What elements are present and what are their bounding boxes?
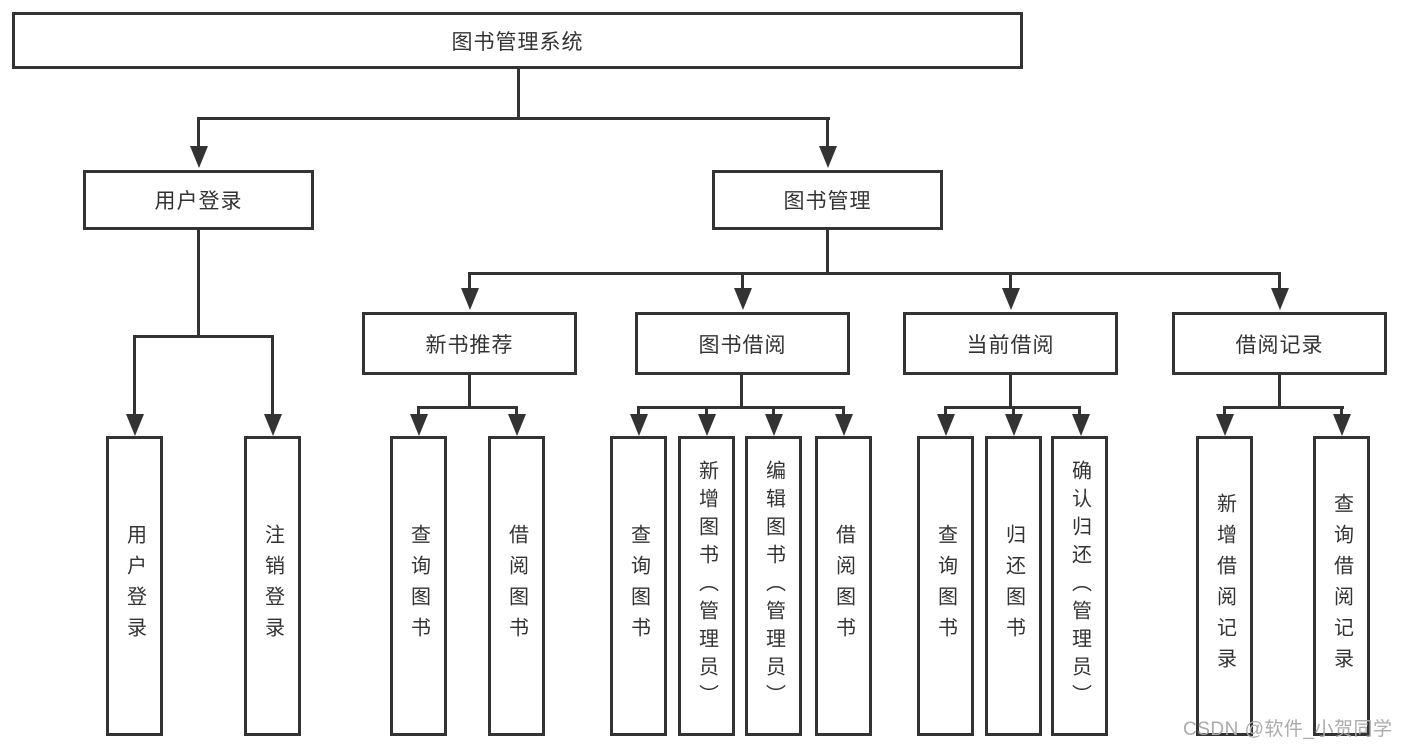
leaf-borrow-books-newbook: 借阅图书 xyxy=(488,436,545,736)
leaf-label: 用户登录 xyxy=(123,524,146,648)
connector-borrow-stub xyxy=(740,375,743,408)
leaf-label: 查询图书 xyxy=(407,524,430,648)
leaf-label: 归还图书 xyxy=(1002,524,1025,648)
connector-root-stub xyxy=(517,69,520,117)
node-book-management: 图书管理 xyxy=(712,170,943,230)
leaf-query-books-current: 查询图书 xyxy=(917,436,974,736)
leaf-label: 查询图书 xyxy=(934,524,957,648)
connector-borrow-arm-3 xyxy=(772,406,775,416)
arrowhead-borrow-leaf-2-icon xyxy=(698,414,716,436)
leaf-edit-books-admin: 编辑图书（管理员） xyxy=(745,436,802,736)
connector-mgmt-arm-1 xyxy=(468,272,471,292)
arrowhead-record-leaf-2-icon xyxy=(1333,414,1351,436)
connector-login-arm-1 xyxy=(133,335,136,416)
connector-login-stub xyxy=(197,230,200,335)
connector-mgmt-arm-4 xyxy=(1278,272,1281,292)
node-label: 用户登录 xyxy=(154,190,243,213)
node-label: 图书管理 xyxy=(783,190,872,213)
leaf-add-borrow-record: 新增借阅记录 xyxy=(1196,436,1253,736)
connector-borrow-hbar xyxy=(637,406,845,409)
arrowhead-login-leaf-1-icon xyxy=(126,414,144,436)
connector-borrow-arm-1 xyxy=(637,406,640,416)
connector-current-arm-3 xyxy=(1078,406,1081,416)
connector-root-arm-right xyxy=(826,117,829,148)
leaf-logout: 注销登录 xyxy=(244,436,301,736)
connector-newbook-stub xyxy=(468,375,471,408)
connector-current-arm-1 xyxy=(944,406,947,416)
connector-current-arm-2 xyxy=(1012,406,1015,416)
arrowhead-login-leaf-2-icon xyxy=(264,414,282,436)
leaf-user-login: 用户登录 xyxy=(106,436,163,736)
connector-mgmt-arm-2 xyxy=(741,272,744,292)
connector-root-arm-left xyxy=(197,117,200,148)
connector-record-arm-2 xyxy=(1340,406,1343,416)
arrowhead-record-leaf-1-icon xyxy=(1216,414,1234,436)
arrowhead-current-leaf-2-icon xyxy=(1005,414,1023,436)
arrowhead-current-leaf-1-icon xyxy=(937,414,955,436)
arrowhead-book-mgmt-icon xyxy=(819,146,837,168)
leaf-label: 查询图书 xyxy=(627,524,650,648)
leaf-label: 借阅图书 xyxy=(505,524,528,648)
arrowhead-new-book-icon xyxy=(461,288,479,310)
connector-record-hbar xyxy=(1223,406,1344,409)
node-new-book-recommend: 新书推荐 xyxy=(362,312,577,375)
connector-mgmt-stub xyxy=(826,230,829,272)
leaf-query-borrow-record: 查询借阅记录 xyxy=(1313,436,1370,736)
node-label: 图书管理系统 xyxy=(451,30,584,54)
connector-root-hbar xyxy=(197,117,830,120)
connector-login-arm-2 xyxy=(271,335,274,416)
connector-current-stub xyxy=(1009,375,1012,408)
leaf-borrow-books: 借阅图书 xyxy=(815,436,872,736)
connector-login-hbar xyxy=(133,335,274,338)
node-book-borrowing: 图书借阅 xyxy=(635,312,850,375)
leaf-confirm-return-admin: 确认归还（管理员） xyxy=(1051,436,1108,736)
connector-borrow-arm-2 xyxy=(705,406,708,416)
node-label: 当前借阅 xyxy=(966,333,1055,357)
leaf-label: 新增图书（管理员） xyxy=(695,460,718,712)
node-current-borrowing: 当前借阅 xyxy=(903,312,1118,375)
connector-newbook-arm-2 xyxy=(515,406,518,416)
leaf-label: 确认归还（管理员） xyxy=(1068,460,1091,712)
connector-newbook-hbar xyxy=(417,406,518,409)
leaf-label: 查询借阅记录 xyxy=(1330,493,1353,679)
leaf-label: 编辑图书（管理员） xyxy=(762,460,785,712)
leaf-query-books-borrow: 查询图书 xyxy=(610,436,667,736)
arrowhead-current-leaf-3-icon xyxy=(1072,414,1090,436)
connector-newbook-arm-1 xyxy=(417,406,420,416)
csdn-watermark: CSDN @软件_小贺同学 xyxy=(1183,719,1393,740)
connector-mgmt-arm-3 xyxy=(1009,272,1012,292)
connector-borrow-arm-4 xyxy=(842,406,845,416)
arrowhead-newbook-leaf-1-icon xyxy=(410,414,428,436)
leaf-query-books-newbook: 查询图书 xyxy=(390,436,447,736)
arrowhead-book-borrow-icon xyxy=(734,288,752,310)
leaf-label: 借阅图书 xyxy=(832,524,855,648)
node-label: 新书推荐 xyxy=(425,333,514,357)
connector-mgmt-hbar xyxy=(468,272,1281,275)
connector-record-stub xyxy=(1278,375,1281,408)
node-label: 图书借阅 xyxy=(698,333,787,357)
connector-record-arm-1 xyxy=(1223,406,1226,416)
arrowhead-borrow-record-icon xyxy=(1271,288,1289,310)
arrowhead-borrow-leaf-4-icon xyxy=(835,414,853,436)
node-label: 借阅记录 xyxy=(1235,333,1324,357)
arrowhead-newbook-leaf-2-icon xyxy=(508,414,526,436)
leaf-return-books: 归还图书 xyxy=(985,436,1042,736)
node-library-management-system: 图书管理系统 xyxy=(12,12,1023,69)
node-user-login: 用户登录 xyxy=(83,170,314,230)
leaf-add-books-admin: 新增图书（管理员） xyxy=(678,436,735,736)
arrowhead-user-login-icon xyxy=(190,146,208,168)
arrowhead-borrow-leaf-3-icon xyxy=(765,414,783,436)
leaf-label: 注销登录 xyxy=(261,524,284,648)
node-borrowing-records: 借阅记录 xyxy=(1172,312,1387,375)
arrowhead-borrow-leaf-1-icon xyxy=(630,414,648,436)
leaf-label: 新增借阅记录 xyxy=(1213,493,1236,679)
arrowhead-current-borrow-icon xyxy=(1002,288,1020,310)
